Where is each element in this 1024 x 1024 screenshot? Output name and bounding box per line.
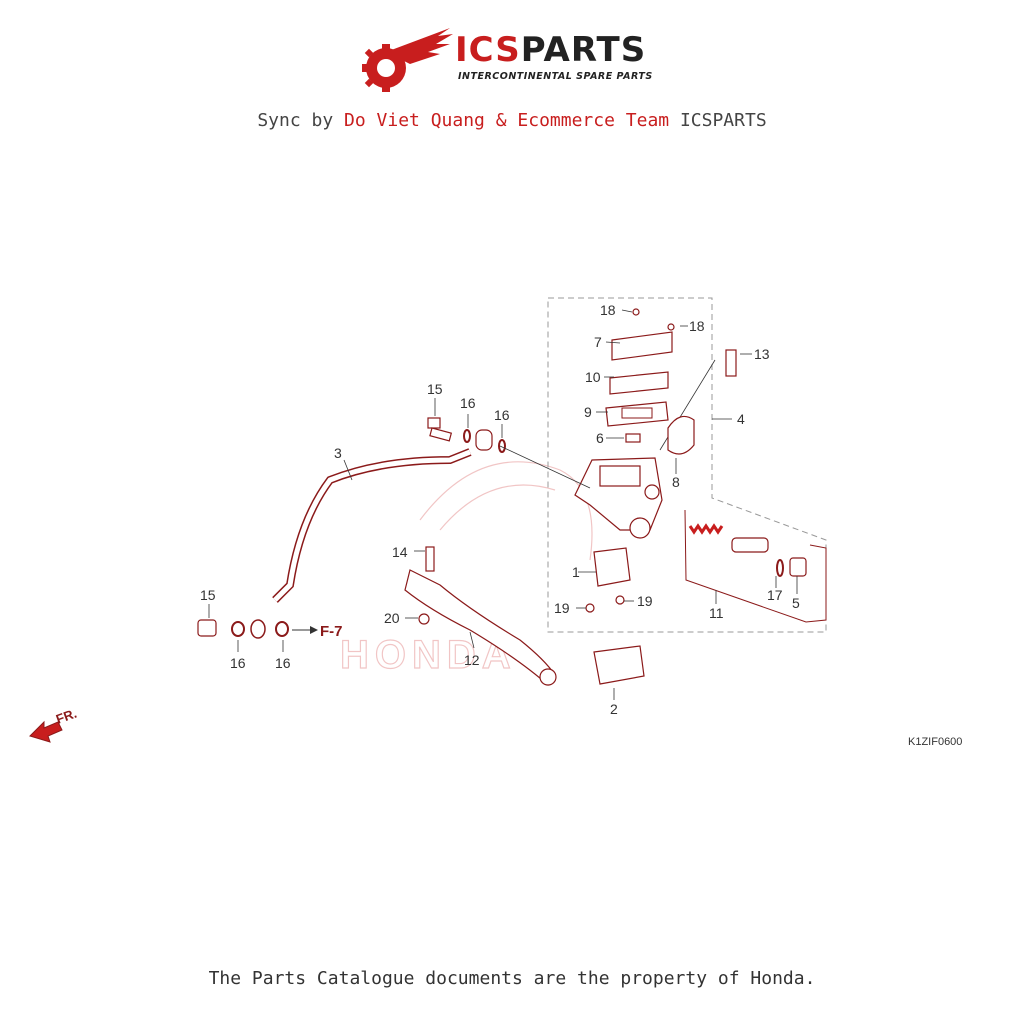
wing-gear-icon (362, 28, 453, 92)
callout-15-lower: 15 (200, 587, 216, 603)
callout-1: 1 (572, 564, 580, 580)
callout-5: 5 (792, 595, 800, 611)
screw-19-b (615, 595, 625, 605)
banjo-bolt-lower (197, 619, 217, 637)
piston-spring (688, 523, 724, 535)
footer-notice: The Parts Catalogue documents are the pr… (208, 968, 816, 989)
cap-plate (609, 371, 669, 395)
callout-3: 3 (334, 445, 342, 461)
icsparts-logo (358, 22, 668, 92)
callout-18-b: 18 (689, 318, 705, 334)
callout-19-b: 19 (637, 593, 653, 609)
reference-code: K1ZIF0600 (908, 736, 963, 748)
banjo-fitting (475, 429, 493, 451)
callout-6: 6 (596, 430, 604, 446)
screw-6 (625, 433, 641, 443)
callout-2: 2 (610, 701, 618, 717)
screw-19-a (585, 603, 595, 613)
callout-17: 17 (767, 587, 783, 603)
banjo-bolt-upper (427, 417, 453, 442)
pivot-bolt (425, 546, 435, 572)
callout-13: 13 (754, 346, 770, 362)
reference-arrow-label: F-7 (320, 623, 343, 640)
callout-18-a: 18 (600, 302, 616, 318)
piston (731, 537, 769, 553)
pivot-nut (418, 613, 430, 625)
brand-tagline: INTERCONTINENTAL SPARE PARTS (458, 71, 653, 82)
callout-11: 11 (709, 605, 724, 621)
holder-bolt (725, 349, 737, 377)
callout-16-b: 16 (494, 407, 510, 423)
callout-12: 12 (464, 652, 480, 668)
hose-eye-lower (250, 619, 266, 639)
screw-18-a (632, 308, 640, 316)
assembly-boundary (547, 297, 827, 633)
brake-switch (593, 547, 631, 587)
callout-20: 20 (384, 610, 400, 626)
master-cylinder-body (574, 457, 663, 539)
subassembly-11-box (684, 509, 827, 623)
callout-16-d: 16 (275, 655, 291, 671)
lever-cover (593, 645, 645, 685)
sync-credit: Sync by Do Viet Quang & Ecommerce Team I… (257, 110, 767, 131)
callout-8: 8 (672, 474, 680, 490)
honda-watermark: HONDA (339, 461, 593, 678)
svg-text:FR.: FR. (54, 706, 79, 727)
reservoir-cap (611, 331, 673, 361)
callout-16-c: 16 (230, 655, 246, 671)
callout-16-a: 16 (460, 395, 476, 411)
diaphragm (605, 401, 669, 427)
circlip (776, 559, 784, 577)
front-direction-arrow: FR. (29, 706, 79, 743)
screw-18-b (667, 323, 675, 331)
callout-10: 10 (585, 369, 601, 385)
svg-text:HONDA: HONDA (340, 633, 517, 677)
washer-16-d (275, 621, 289, 637)
washer-16-a (463, 429, 471, 443)
callout-9: 9 (584, 404, 592, 420)
callout-15-upper: 15 (427, 381, 443, 397)
washer-16-c (231, 621, 245, 637)
callout-4: 4 (737, 411, 745, 427)
boot (789, 557, 807, 577)
washer-16-b (498, 439, 506, 453)
brand-name: ICSPARTS (455, 30, 647, 70)
callout-19-a: 19 (554, 600, 570, 616)
callout-7: 7 (594, 334, 602, 350)
callout-14: 14 (392, 544, 408, 560)
holder (667, 415, 695, 455)
